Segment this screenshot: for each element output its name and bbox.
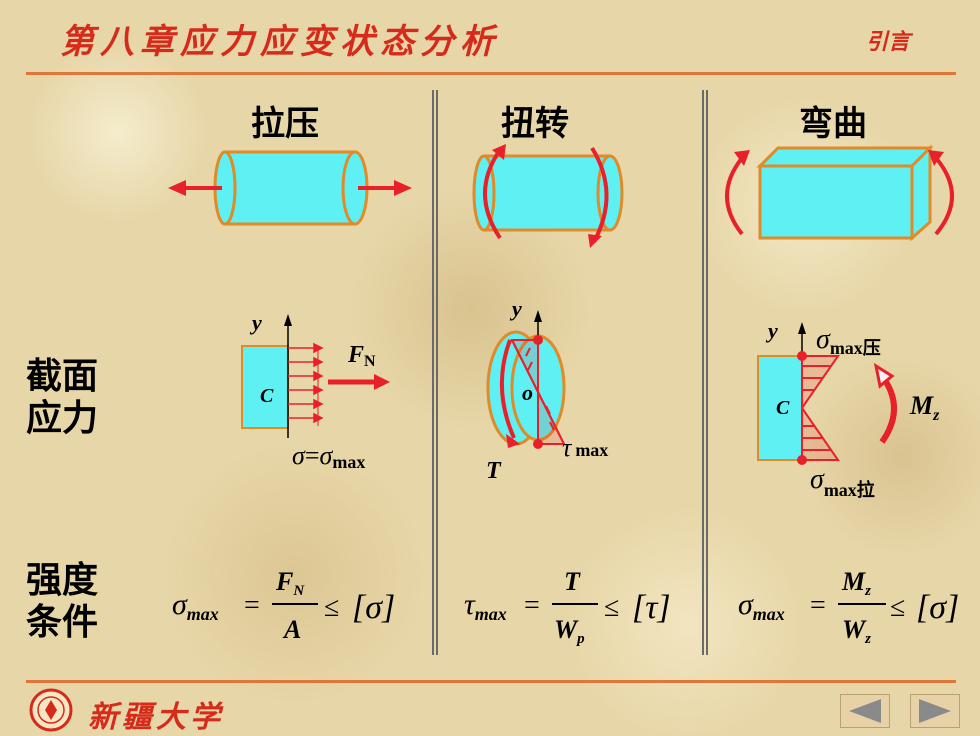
column-header-torsion: 扭转: [501, 104, 569, 144]
moment-label: Mz: [909, 391, 940, 424]
axial-cylinder: [213, 150, 369, 226]
column-header-bending: 弯曲: [799, 104, 867, 144]
max-stress-point-bottom: [533, 439, 543, 449]
bending-moment-arrow-icon: [873, 362, 897, 444]
torque-arrow-right-icon: [588, 146, 609, 248]
y-axis-arrow-icon: [284, 314, 292, 326]
max-compression-point: [797, 351, 807, 361]
formula-denominator: Wz: [842, 615, 871, 647]
shear-stress-triangles: [510, 339, 566, 445]
uniform-stress-label: σ=σmax: [292, 441, 365, 472]
formula-leq: ≤: [604, 592, 619, 623]
prev-slide-button[interactable]: [840, 694, 890, 728]
formula-allowable: [σ]: [916, 589, 959, 626]
axial-strength-formula: σmax = FN A ≤ [σ]: [172, 567, 395, 644]
triangle-left-icon: [849, 699, 881, 723]
y-axis-arrow-icon: [534, 310, 542, 322]
column-separator-1: [432, 90, 438, 655]
column-separator-2: [702, 90, 708, 655]
bottom-divider: [26, 680, 956, 683]
y-axis-label: y: [249, 310, 262, 335]
max-tension-label: σmax拉: [810, 464, 875, 500]
axial-cross-section: [241, 345, 289, 429]
university-name: 新疆大学: [88, 700, 224, 735]
bending-cross-section: [757, 355, 803, 461]
bending-stress-diagram: y C σmax压 Mz σmax拉: [757, 318, 940, 500]
torque-rotation-arrow-icon: [499, 339, 516, 439]
axial-stress-diagram: y C FN σ=σmax: [241, 310, 390, 472]
formula-denominator: A: [282, 615, 301, 644]
origin-label: o: [522, 380, 533, 405]
formula-allowable: [τ]: [632, 589, 671, 626]
formula-leq: ≤: [324, 592, 339, 623]
y-axis-arrow-icon: [798, 322, 806, 334]
torsion-cylinder-illustration: [472, 144, 624, 248]
torque-label: T: [486, 458, 502, 484]
max-tension-point: [797, 455, 807, 465]
force-label: FN: [347, 342, 376, 370]
torque-arrow-left-icon: [483, 144, 506, 240]
bending-beam: [756, 144, 934, 242]
next-slide-button[interactable]: [910, 694, 960, 728]
axial-force-arrow-icon: [328, 374, 390, 390]
bending-beam-illustration: [725, 144, 954, 242]
formula-equals: =: [810, 590, 826, 621]
row-label-section-stress: 截面 应力: [26, 356, 99, 439]
page-title: 第八章应力应变状态分析: [60, 22, 500, 62]
y-axis-label: y: [509, 296, 522, 321]
formula-numerator: Mz: [841, 567, 871, 599]
uniform-stress-arrows: [288, 342, 324, 426]
row-label-strength-condition: 强度 条件: [26, 560, 99, 643]
formula-equals: =: [524, 590, 540, 621]
column-header-axial: 拉压: [251, 104, 319, 144]
formula-numerator: FN: [275, 567, 305, 599]
section-label: 引言: [865, 29, 910, 55]
moment-arrow-right-icon: [928, 150, 954, 236]
bending-strength-formula: σmax = Mz Wz ≤ [σ]: [738, 567, 959, 647]
formula-lhs: σmax: [738, 588, 785, 624]
tension-arrow-right-icon: [358, 180, 412, 196]
formula-denominator: Wp: [554, 615, 585, 647]
top-divider: [26, 72, 956, 75]
bending-stress-triangles: [801, 355, 840, 461]
formula-leq: ≤: [890, 592, 905, 623]
max-compression-label: σmax压: [816, 324, 881, 358]
formula-lhs: τmax: [464, 588, 507, 624]
max-stress-point-top: [533, 335, 543, 345]
tension-arrow-left-icon: [168, 180, 222, 196]
formula-lhs: σmax: [172, 588, 219, 624]
university-seal-icon: [29, 688, 73, 732]
torsion-strength-formula: τmax = T Wp ≤ [τ]: [464, 567, 671, 647]
triangle-right-icon: [919, 699, 951, 723]
axial-cylinder-illustration: [168, 150, 412, 226]
y-axis-label: y: [765, 318, 778, 343]
moment-arrow-left-icon: [725, 150, 750, 236]
formula-numerator: T: [564, 567, 581, 596]
centroid-label: C: [776, 397, 790, 419]
formula-equals: =: [244, 590, 260, 621]
formula-allowable: [σ]: [352, 589, 395, 626]
centroid-label: C: [260, 385, 274, 407]
